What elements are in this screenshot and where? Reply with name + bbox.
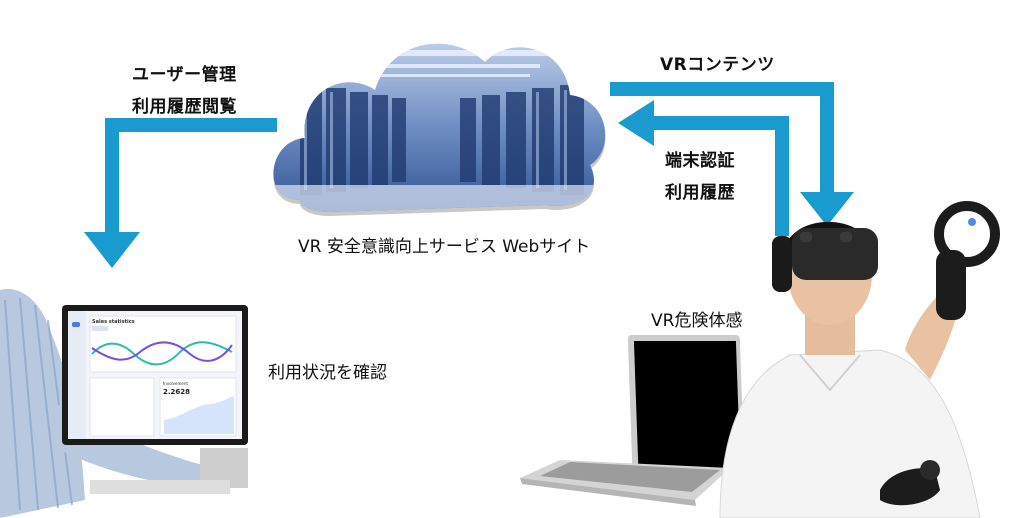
admin-monitor: [62, 305, 248, 494]
arrow-content: [610, 82, 854, 226]
cloud-caption: VR 安全意識向上サービス Webサイト: [298, 237, 591, 257]
label-usage-history-view: 利用履歴閲覧: [132, 97, 237, 117]
cloud-server-image: [273, 43, 606, 216]
vr-user: [719, 201, 1000, 518]
laptop: [520, 335, 745, 506]
label-user-management: ユーザー管理: [132, 65, 237, 85]
monitor-caption: 利用状況を確認: [268, 363, 387, 383]
dashboard-small-value: 2.2628: [163, 388, 191, 396]
label-usage-history: 利用履歴: [665, 183, 735, 203]
arrow-auth: [618, 100, 789, 236]
experience-caption: VR危険体感: [651, 311, 743, 331]
dashboard-small-title: Involvement: [163, 381, 188, 386]
arrow-admin: [84, 118, 277, 268]
label-vr-content: VRコンテンツ: [660, 55, 775, 75]
dashboard-chart-title: Sales statistics: [92, 319, 135, 325]
label-device-auth: 端末認証: [665, 151, 735, 171]
